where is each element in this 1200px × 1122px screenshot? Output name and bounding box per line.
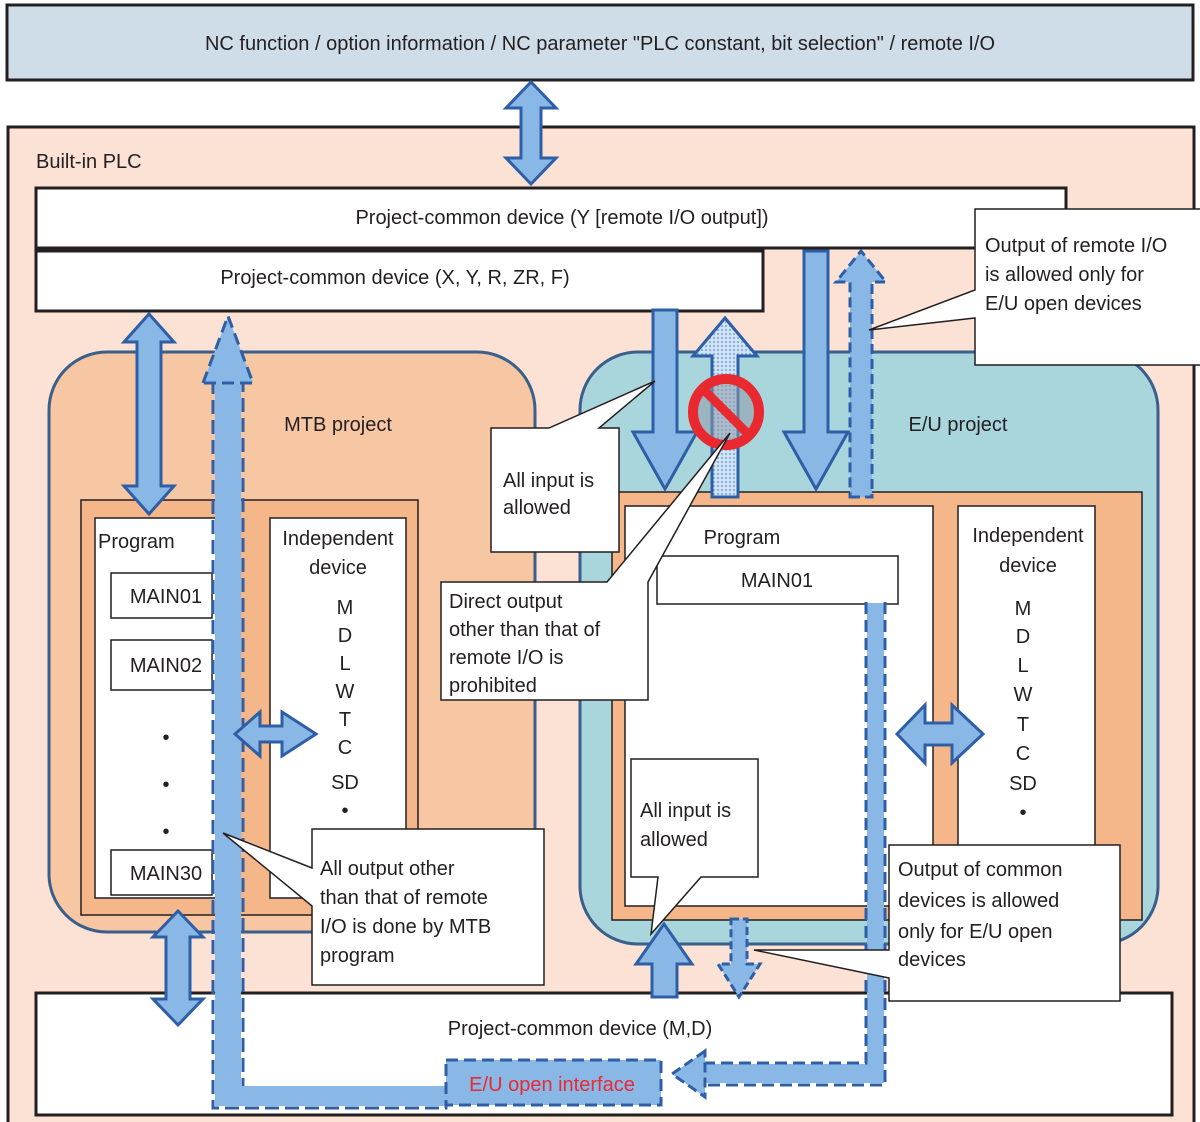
callout-direct-output-text: remote I/O is <box>449 647 563 669</box>
mtb-program-main02: MAIN02 <box>130 655 202 677</box>
callout-mtb-output-text: All output other <box>320 858 455 880</box>
eu-open-interface-label: E/U open interface <box>469 1074 635 1096</box>
callout-direct-output-text: Direct output <box>449 591 563 613</box>
eu-common-input-arrow-up <box>633 921 695 999</box>
eu-project-title: E/U project <box>909 414 1008 436</box>
mtb-independent-label: Independent <box>282 528 394 550</box>
mtb-device-item: T <box>339 709 351 731</box>
eu-device-double-arrow <box>894 701 986 767</box>
callout-remote-io-text: is allowed only for <box>985 264 1144 286</box>
callout-remote-io-text: E/U open devices <box>985 293 1142 315</box>
eu-device-item: C <box>1016 743 1030 765</box>
callout-direct-output: Direct output other than that of remote … <box>440 432 731 701</box>
mtb-device-item: C <box>338 737 352 759</box>
callout-mtb-output-text: I/O is done by MTB <box>320 916 491 938</box>
common-device-md-label: Project-common device (M,D) <box>448 1018 713 1040</box>
callout-common-output-text: devices is allowed <box>898 890 1059 912</box>
eu-independent-device-box: Independent device M D L W T C SD • <box>957 505 1096 907</box>
callout-direct-output-text: other than that of <box>449 619 601 641</box>
eu-independent-label: Independent <box>972 525 1084 547</box>
eu-device-item: L <box>1017 655 1028 677</box>
mtb-independent-label: device <box>309 557 367 579</box>
eu-device-item: W <box>1014 684 1033 706</box>
common-device-y-remote-label: Project-common device (Y [remote I/O out… <box>355 207 768 229</box>
callout-common-output: Output of common devices is allowed only… <box>753 844 1121 1002</box>
mtb-device-item: L <box>339 653 350 675</box>
mtb-device-item: D <box>338 625 352 647</box>
mtb-output-arrow-up <box>200 311 256 385</box>
eu-output-dashed-fill <box>867 603 884 1083</box>
eu-output-dashed-path <box>702 602 887 1087</box>
eu-open-interface: E/U open interface <box>444 1058 663 1107</box>
callout-mtb-output: All output other than that of remote I/O… <box>222 828 545 986</box>
callout-all-input-bottom: All input is allowed <box>630 758 759 937</box>
mtb-device-item: M <box>337 597 354 619</box>
eu-device-item: D <box>1016 626 1030 648</box>
mtb-md-double-arrow <box>149 908 207 1028</box>
mtb-common-double-arrow <box>120 311 178 517</box>
nc-function-box: NC function / option information / NC pa… <box>5 3 1195 82</box>
eu-program-main01: MAIN01 <box>741 570 813 592</box>
eu-device-item: SD <box>1009 773 1037 795</box>
mtb-device-item: • <box>341 800 348 822</box>
mtb-project-title: MTB project <box>284 414 392 436</box>
nc-plc-double-arrow <box>502 79 560 187</box>
mtb-program-dot: • <box>162 727 169 749</box>
callout-common-output-text: only for E/U open <box>898 921 1053 943</box>
callout-all-input-bottom-text: allowed <box>640 829 708 851</box>
callout-all-input-top: All input is allowed <box>490 380 656 553</box>
common-device-xyrzrf-box: Project-common device (X, Y, R, ZR, F) <box>34 249 765 313</box>
mtb-device-double-arrow <box>232 708 319 760</box>
callout-remote-io-text: Output of remote I/O <box>985 235 1167 257</box>
eu-program-label: Program <box>704 527 781 549</box>
prohibited-icon <box>688 374 764 450</box>
mtb-program-dot: • <box>162 774 169 796</box>
common-device-y-remote-box: Project-common device (Y [remote I/O out… <box>34 186 1068 250</box>
mtb-output-dashed-fill <box>215 380 241 1102</box>
eu-input-arrow-down <box>630 308 700 493</box>
mtb-program-main01: MAIN01 <box>130 586 202 608</box>
eu-device-item: • <box>1019 802 1026 824</box>
callout-remote-io-output: Output of remote I/O is allowed only for… <box>868 208 1200 366</box>
mtb-device-item: SD <box>331 772 359 794</box>
callout-all-input-bottom-text: All input is <box>640 800 731 822</box>
callout-mtb-output-text: than that of remote <box>320 887 488 909</box>
builtin-plc-label: Built-in PLC <box>36 151 142 173</box>
common-device-xyrzrf-label: Project-common device (X, Y, R, ZR, F) <box>220 267 569 289</box>
eu-remote-input-arrow-down <box>781 249 851 493</box>
callout-direct-output-text: prohibited <box>449 675 537 697</box>
callout-common-output-text: devices <box>898 949 966 971</box>
mtb-output-dashed-fill <box>215 1086 446 1106</box>
eu-output-dashed-fill <box>702 1064 884 1083</box>
eu-output-arrow-left <box>669 1048 707 1100</box>
mtb-program-box: Program MAIN01 MAIN02 • • • MAIN30 <box>94 517 221 899</box>
eu-device-item: T <box>1017 714 1029 736</box>
nc-function-label: NC function / option information / NC pa… <box>205 33 995 55</box>
eu-common-output-arrow-down <box>715 917 763 1000</box>
callout-common-output-text: Output of common <box>898 859 1063 881</box>
eu-independent-label: device <box>999 555 1057 577</box>
callout-mtb-output-text: program <box>320 945 394 967</box>
callout-all-input-top-text: allowed <box>503 497 571 519</box>
callout-all-input-top-text: All input is <box>503 470 594 492</box>
eu-remote-output-arrow-up <box>832 248 890 499</box>
mtb-program-dot: • <box>162 821 169 843</box>
eu-device-item: M <box>1015 598 1032 620</box>
mtb-program-main30: MAIN30 <box>130 863 202 885</box>
mtb-device-item: W <box>336 681 355 703</box>
mtb-program-label: Program <box>98 531 175 553</box>
